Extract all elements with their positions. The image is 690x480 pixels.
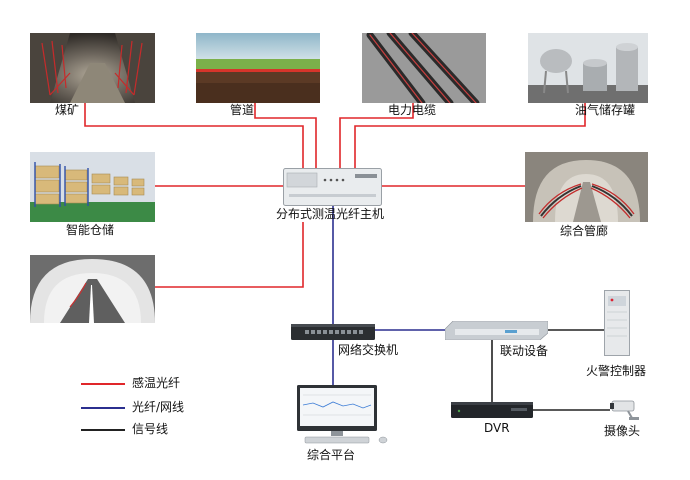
switch-label: 网络交换机 [338,343,399,357]
legend-swatch-signal-line [81,429,125,431]
coal-mine-image [30,33,155,103]
power-cable-label: 电力电缆 [388,103,437,117]
oil-tank-image [528,33,648,103]
warehouse-image [30,152,155,222]
camera-device [610,398,640,420]
pipeline-image [196,33,320,103]
platform-computer [295,385,393,445]
camera-label: 摄像头 [604,424,641,438]
legend-label-fiber-network: 光纤/网线 [132,400,185,414]
pipeline-label: 管道 [230,103,255,117]
fire-controller-label: 火警控制器 [586,364,647,378]
fiber-oil-tank [354,103,586,168]
utility-tunnel-image [525,152,648,222]
host-device [283,168,382,206]
network-switch [291,324,375,340]
platform-label: 综合平台 [307,448,356,462]
oil-tank-label: 油气储存罐 [575,103,636,117]
legend-label-sensing-fiber: 感温光纤 [132,376,181,390]
dvr-label: DVR [484,421,510,435]
dvr-device [451,402,533,418]
legend-swatch-fiber-network [81,407,125,409]
warehouse-label: 智能仓储 [66,223,115,237]
host-label: 分布式测温光纤主机 [276,207,385,221]
fire-controller-device [604,290,630,356]
legend-label-signal-line: 信号线 [132,422,169,436]
utility-tunnel-label: 综合管廊 [560,224,609,238]
power-cable-image [362,33,486,103]
fiber-tunnel [155,222,304,288]
legend-swatch-sensing-fiber [81,383,125,385]
linkage-label: 联动设备 [500,344,549,358]
coal-mine-label: 煤矿 [55,103,80,117]
tunnel-image [30,255,155,323]
fiber-coal-mine [84,103,304,168]
fiber-power-cable [339,103,414,168]
fiber-pipeline [254,103,317,168]
linkage-device [445,321,548,340]
